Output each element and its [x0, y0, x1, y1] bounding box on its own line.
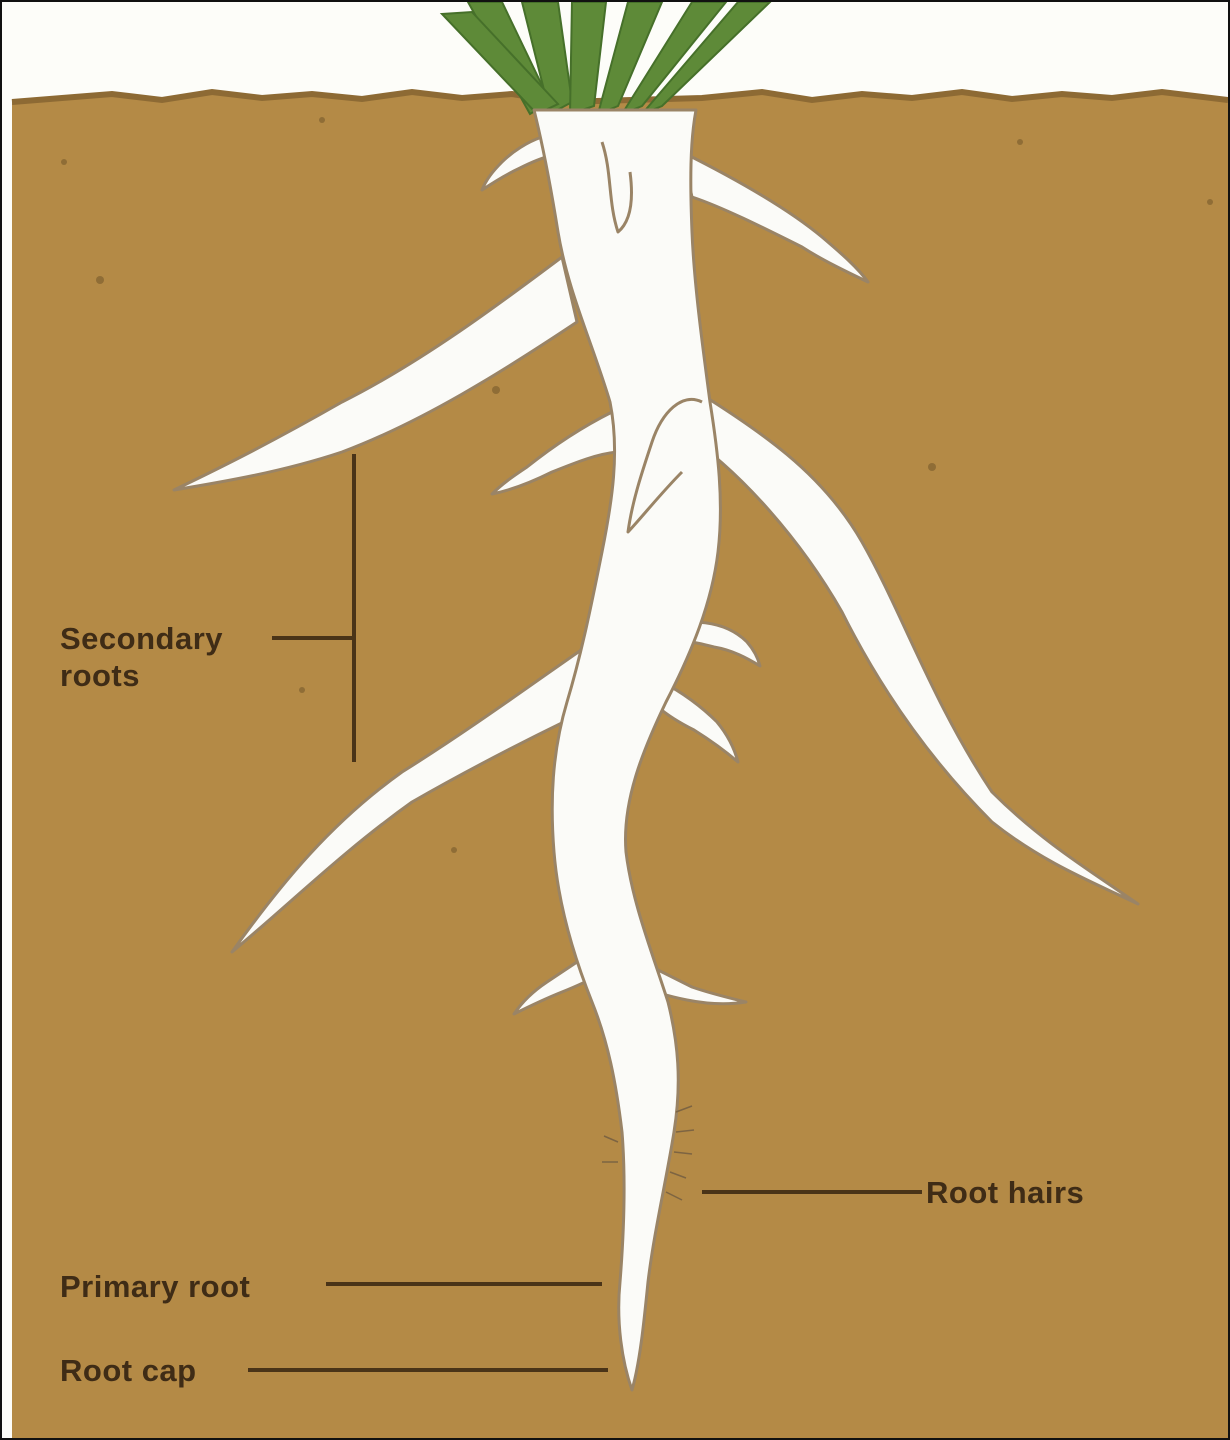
secondary-roots-label-line2: roots [60, 658, 140, 693]
root-hairs-label: Root hairs [926, 1174, 1084, 1211]
primary-root-label: Primary root [60, 1268, 250, 1305]
root-cap-label: Root cap [60, 1352, 197, 1389]
secondary-roots-label: Secondary roots [60, 620, 223, 694]
secondary-roots-label-line1: Secondary [60, 621, 223, 656]
